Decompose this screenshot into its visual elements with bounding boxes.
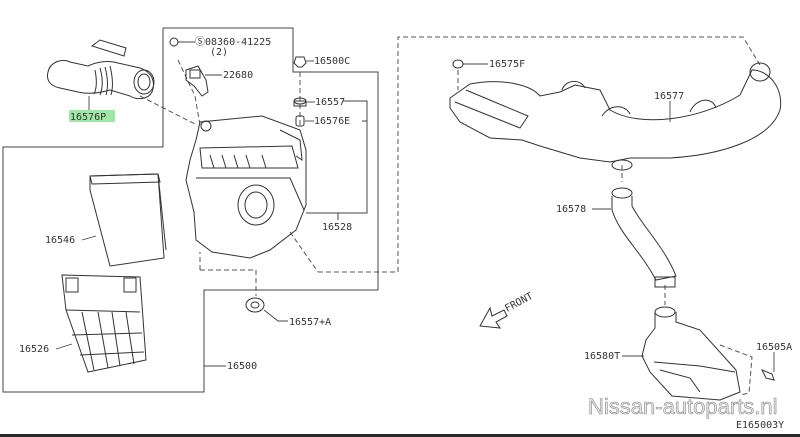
front-arrow-icon xyxy=(479,306,508,329)
label-08360-qty: (2) xyxy=(210,47,228,58)
front-label: FRONT xyxy=(503,291,535,315)
label-16577[interactable]: 16577 xyxy=(654,91,684,102)
label-16505A[interactable]: 16505A xyxy=(756,342,792,353)
part-16528-drawing[interactable] xyxy=(185,115,339,259)
label-16580T[interactable]: 16580T xyxy=(584,351,620,362)
label-16557A[interactable]: 16557+A xyxy=(289,317,331,328)
part-16576E-drawing[interactable] xyxy=(295,115,314,127)
part-16557A-drawing[interactable] xyxy=(245,297,288,322)
front-direction-arrow: FRONT xyxy=(479,291,535,329)
part-22680-drawing[interactable] xyxy=(185,65,222,97)
bottom-border xyxy=(0,434,800,437)
part-16580T-drawing[interactable] xyxy=(622,306,741,401)
label-16576E[interactable]: 16576E xyxy=(314,116,350,127)
part-16546-drawing[interactable] xyxy=(81,173,167,267)
part-16505A-drawing[interactable] xyxy=(760,352,775,381)
part-label-08360[interactable]: Ⓢ08360-41225 (2) xyxy=(195,36,271,58)
part-16500C-drawing[interactable] xyxy=(293,56,314,68)
label-16557[interactable]: 16557 xyxy=(315,97,345,108)
highlight-16576P xyxy=(69,110,115,122)
part-16578-drawing[interactable] xyxy=(592,187,677,288)
label-16500C[interactable]: 16500C xyxy=(314,56,350,67)
label-16578[interactable]: 16578 xyxy=(556,204,586,215)
label-22680[interactable]: 22680 xyxy=(223,70,253,81)
label-16526[interactable]: 16526 xyxy=(19,344,49,355)
part-16526-drawing[interactable] xyxy=(55,274,147,373)
part-16576P-drawing[interactable] xyxy=(47,39,155,110)
label-16528[interactable]: 16528 xyxy=(322,222,352,233)
label-16576P[interactable]: 16576P xyxy=(70,112,106,123)
assembly-frame-16500 xyxy=(2,27,379,393)
duct-dashed-frame xyxy=(139,36,761,396)
part-label-16576P[interactable]: 16576P xyxy=(69,110,115,123)
part-16575F-drawing[interactable] xyxy=(452,59,488,69)
watermark: Nissan-autoparts.nl xyxy=(588,394,778,419)
label-08360[interactable]: Ⓢ08360-41225 xyxy=(195,36,271,48)
part-08360-drawing[interactable] xyxy=(169,37,195,47)
part-16577-drawing[interactable] xyxy=(449,62,782,171)
label-16546[interactable]: 16546 xyxy=(45,235,75,246)
part-16557-drawing[interactable] xyxy=(293,97,315,107)
diagram-code: E165003Y xyxy=(736,420,784,431)
label-16575F[interactable]: 16575F xyxy=(489,59,525,70)
label-16500[interactable]: 16500 xyxy=(227,361,257,372)
